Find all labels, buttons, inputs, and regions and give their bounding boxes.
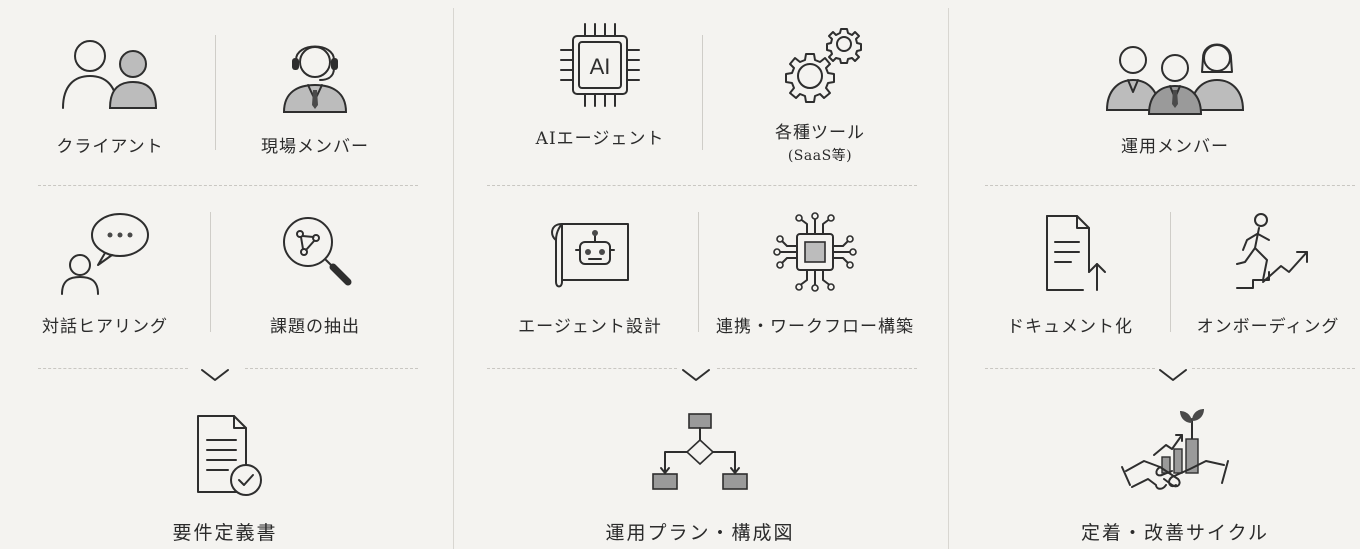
row-divider bbox=[985, 368, 1155, 369]
cell-divider bbox=[210, 212, 211, 332]
cell-operation-members: 運用メンバー bbox=[1065, 30, 1285, 157]
two-people-icon bbox=[62, 40, 158, 109]
result-operation-plan: 運用プラン・構成図 bbox=[585, 410, 815, 545]
cell-label: 課題の抽出 bbox=[270, 317, 360, 337]
column-requirements: クライアント 現場メンバー 対話ヒアリング bbox=[0, 0, 450, 549]
cell-sublabel: (SaaS等) bbox=[787, 148, 853, 164]
result-label: 要件定義書 bbox=[172, 522, 278, 544]
column-divider bbox=[948, 8, 949, 549]
cell-divider bbox=[702, 35, 703, 150]
climbing-person-icon bbox=[1236, 213, 1308, 289]
cell-divider bbox=[215, 35, 216, 150]
cell-label: AIエージェント bbox=[535, 129, 665, 149]
speech-bubble-icon bbox=[61, 213, 149, 295]
cell-onboarding: オンボーディング bbox=[1178, 210, 1358, 337]
cell-label: 連携・ワークフロー構築 bbox=[716, 317, 914, 337]
document-check-icon bbox=[197, 415, 262, 496]
cell-tools: 各種ツール (SaaS等) bbox=[720, 22, 920, 165]
chevron-down-icon bbox=[1159, 369, 1187, 381]
chevron-down-icon bbox=[201, 369, 229, 381]
cell-documentation: ドキュメント化 bbox=[980, 210, 1160, 337]
row-divider bbox=[245, 368, 418, 369]
row-divider bbox=[487, 368, 677, 369]
cell-divider bbox=[1170, 212, 1171, 332]
row-divider bbox=[1192, 368, 1355, 369]
cell-client: クライアント bbox=[35, 30, 185, 157]
magnifier-network-icon bbox=[283, 217, 352, 286]
cell-label: ドキュメント化 bbox=[1007, 317, 1133, 337]
cell-label: 各種ツール bbox=[775, 123, 865, 143]
cell-field-member: 現場メンバー bbox=[235, 30, 395, 157]
result-label: 定着・改善サイクル bbox=[1080, 522, 1270, 544]
cell-label: 対話ヒアリング bbox=[42, 317, 168, 337]
cell-label: オンボーディング bbox=[1196, 317, 1340, 337]
column-construction: AI AIエージェント 各種ツール (SaaS等) bbox=[455, 0, 945, 549]
result-adoption-cycle: 定着・改善サイクル bbox=[1060, 405, 1290, 545]
cell-dialog-hearing: 対話ヒアリング bbox=[20, 210, 190, 337]
cell-label: 運用メンバー bbox=[1121, 137, 1229, 157]
column-divider bbox=[453, 8, 454, 549]
cell-agent-design: エージェント設計 bbox=[490, 210, 690, 337]
handshake-growth-icon bbox=[1121, 409, 1229, 490]
result-label: 運用プラン・構成図 bbox=[605, 522, 795, 544]
headset-person-icon bbox=[282, 45, 348, 113]
cell-issue-extraction: 課題の抽出 bbox=[235, 210, 395, 337]
chip-text: AI bbox=[590, 54, 611, 79]
flowchart-icon bbox=[652, 413, 748, 490]
circuit-chip-icon bbox=[773, 212, 857, 292]
cell-label: 現場メンバー bbox=[261, 137, 369, 157]
column-adoption: 運用メンバー ドキュメント化 オンボーディング bbox=[950, 0, 1360, 549]
cell-label: クライアント bbox=[56, 137, 164, 157]
cell-label: エージェント設計 bbox=[518, 317, 662, 337]
team-icon bbox=[1105, 43, 1245, 115]
cell-ai-agent: AI AIエージェント bbox=[510, 22, 690, 149]
chevron-down-icon bbox=[682, 369, 710, 381]
cell-divider bbox=[698, 212, 699, 332]
result-requirements-doc: 要件定義書 bbox=[125, 410, 325, 545]
row-divider bbox=[38, 368, 188, 369]
row-divider bbox=[38, 185, 418, 186]
robot-blueprint-icon bbox=[551, 223, 629, 288]
gears-icon bbox=[785, 28, 862, 103]
row-divider bbox=[487, 185, 917, 186]
row-divider bbox=[985, 185, 1355, 186]
cell-workflow: 連携・ワークフロー構築 bbox=[705, 210, 925, 337]
row-divider bbox=[717, 368, 917, 369]
ai-chip-icon: AI bbox=[560, 23, 640, 107]
document-upload-icon bbox=[1046, 215, 1106, 291]
